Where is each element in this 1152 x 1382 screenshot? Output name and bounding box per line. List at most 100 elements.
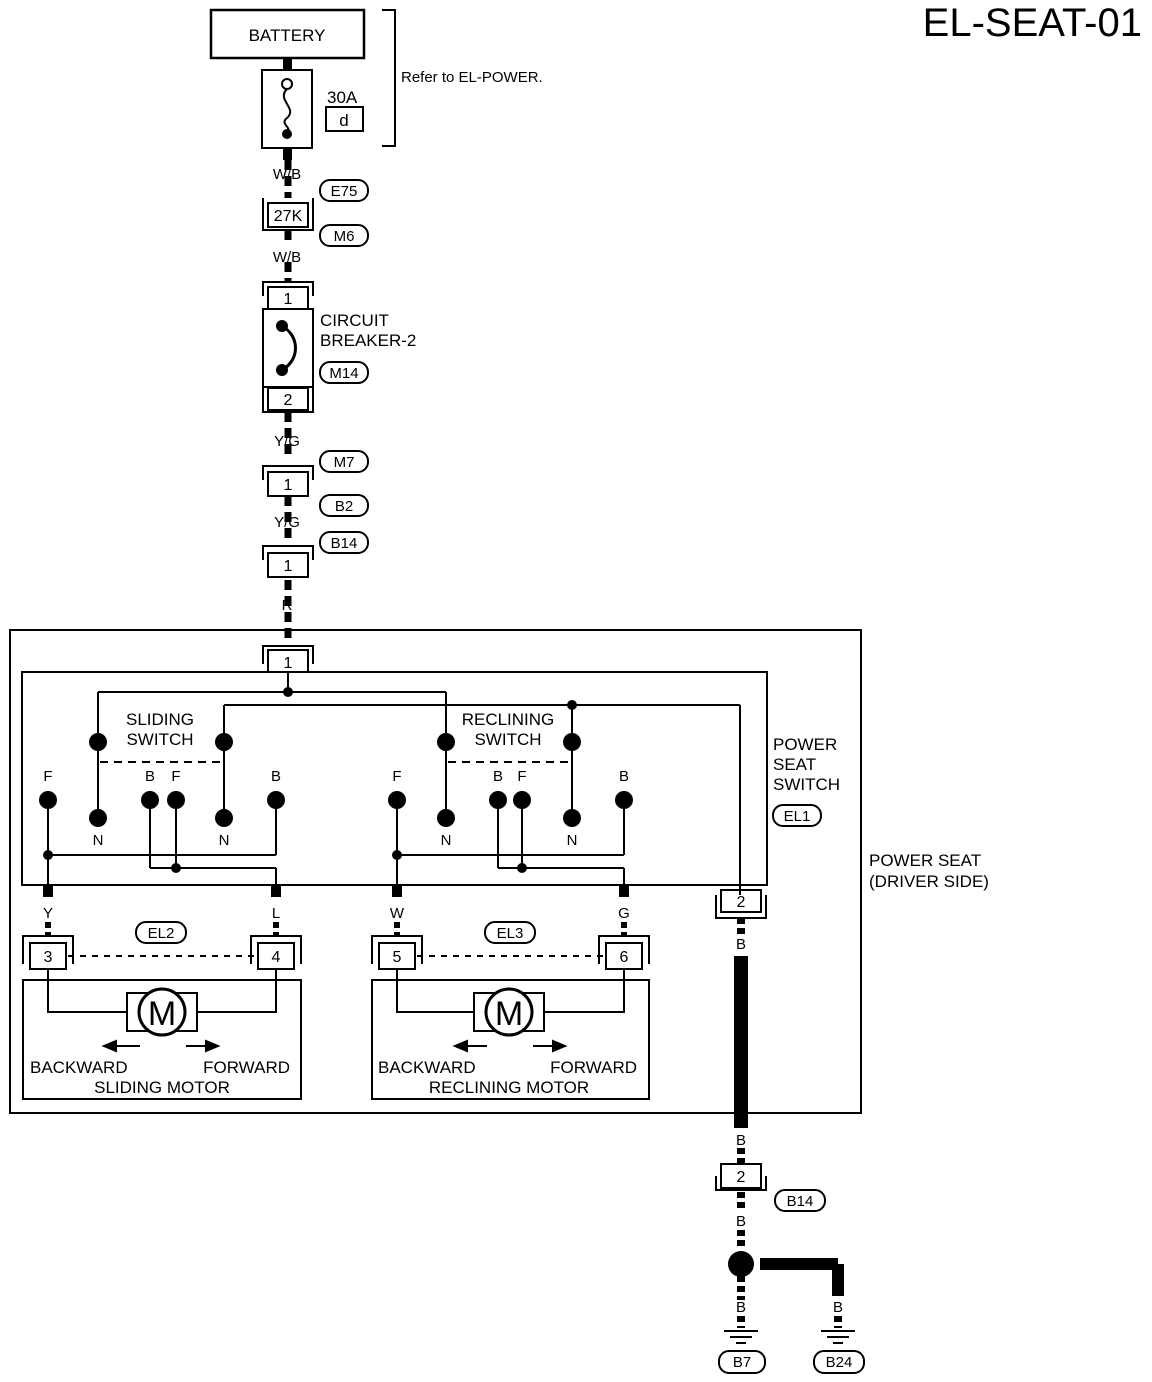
tag-m14-label: M14 <box>329 365 358 382</box>
wire-color-w: W <box>390 905 405 922</box>
wire-color-r: R <box>282 597 293 614</box>
reclining-contact-n2: N <box>567 832 578 849</box>
reclining-contact-f1: F <box>392 768 401 785</box>
tag-el2 <box>135 921 187 944</box>
battery-label: BATTERY <box>249 26 326 45</box>
tag-b14-bottom <box>774 1189 826 1212</box>
reclining-backward: BACKWARD <box>378 1058 476 1077</box>
power-seat-assembly <box>9 629 862 1114</box>
motor-feed-wires <box>45 922 627 936</box>
sliding-backward: BACKWARD <box>30 1058 128 1077</box>
reclining-contact-b1: B <box>493 768 503 785</box>
power-seat-label-2: (DRIVER SIDE) <box>869 872 989 891</box>
reclining-motor-name: RECLINING MOTOR <box>429 1078 589 1097</box>
motor-pin-4: 4 <box>272 949 281 966</box>
power-seat-label-1: POWER SEAT <box>869 851 981 870</box>
tag-el2-label: EL2 <box>148 925 175 942</box>
refer-note: Refer to EL-POWER. <box>401 69 543 86</box>
sliding-switch-label-2: SWITCH <box>126 730 193 749</box>
m7-pin-1: 1 <box>284 477 293 494</box>
tag-m6 <box>319 224 369 247</box>
motor-pin-5: 5 <box>393 949 402 966</box>
tag-el1-label: EL1 <box>784 808 811 825</box>
reclining-motor-symbol: M <box>495 995 523 1033</box>
cb-pin-1: 1 <box>284 291 293 308</box>
motor-connectors <box>22 935 650 970</box>
tag-el1 <box>772 804 822 827</box>
refer-bracket <box>382 9 396 147</box>
switch-pin-2-label: 2 <box>737 894 746 911</box>
fuse-id: d <box>339 111 348 130</box>
wire-color-wb-2: W/B <box>273 249 301 266</box>
circuit-breaker <box>262 281 314 413</box>
reclining-motor <box>371 969 650 1100</box>
motor-pin-6: 6 <box>620 949 629 966</box>
switch-contacts <box>39 687 633 873</box>
b14-pin-1: 1 <box>284 558 293 575</box>
page-id: EL-SEAT-01 <box>923 1 1142 45</box>
tag-m7 <box>319 450 369 473</box>
cb-label-1: CIRCUIT <box>320 311 389 330</box>
tag-b24 <box>813 1350 865 1374</box>
switch-pin-1-label: 1 <box>284 655 293 672</box>
wire-color-b-3: B <box>736 1213 746 1230</box>
tag-e75 <box>319 179 369 202</box>
sliding-motor-symbol: M <box>148 995 176 1033</box>
wire-color-l: L <box>272 905 280 922</box>
pss-label-1: POWER <box>773 735 837 754</box>
tag-el3 <box>484 921 536 944</box>
tag-b7 <box>718 1350 766 1374</box>
sliding-switch-label-1: SLIDING <box>126 710 194 729</box>
connector-27k <box>262 198 314 231</box>
switch-output-pins <box>43 885 629 897</box>
wire-color-b-1: B <box>736 936 746 953</box>
wire-color-yg-1: Y/G <box>274 433 300 450</box>
tag-m14 <box>319 361 369 384</box>
reclining-contact-b2: B <box>619 768 629 785</box>
reclining-switch-label-2: SWITCH <box>474 730 541 749</box>
tag-m6-label: M6 <box>334 228 355 245</box>
reclining-contact-n1: N <box>441 832 452 849</box>
wire-color-b-4: B <box>736 1299 746 1316</box>
wire-color-b-5: B <box>833 1299 843 1316</box>
sliding-motor <box>22 969 302 1100</box>
wire-color-y: Y <box>43 905 53 922</box>
sliding-contact-n1: N <box>93 832 104 849</box>
sliding-contact-n2: N <box>219 832 230 849</box>
ground-symbols <box>724 1330 855 1344</box>
ground-wire <box>734 918 844 1328</box>
tag-b14-top-label: B14 <box>331 535 358 552</box>
tag-m7-label: M7 <box>334 454 355 471</box>
wire-color-wb-1: W/B <box>273 166 301 183</box>
reclining-contact-f2: F <box>517 768 526 785</box>
fuse-30a <box>261 58 364 160</box>
tag-el3-label: EL3 <box>497 925 524 942</box>
fuse-rating: 30A <box>327 88 358 107</box>
tag-b14-bottom-label: B14 <box>787 1193 814 1210</box>
joint-27k-label: 27K <box>274 208 303 225</box>
tag-b2-label: B2 <box>335 498 353 515</box>
cb-pin-2: 2 <box>284 392 293 409</box>
wire-color-b-2: B <box>736 1132 746 1149</box>
tag-b2 <box>319 494 369 517</box>
tag-b7-label: B7 <box>733 1354 751 1371</box>
wire-color-g: G <box>618 905 630 922</box>
tag-b14-top <box>319 531 369 554</box>
ground-splice <box>728 1251 754 1277</box>
wire-color-yg-2: Y/G <box>274 514 300 531</box>
sliding-contact-f1: F <box>43 768 52 785</box>
sliding-contact-f2: F <box>171 768 180 785</box>
sliding-forward: FORWARD <box>203 1058 290 1077</box>
sliding-contact-b2: B <box>271 768 281 785</box>
pss-label-3: SWITCH <box>773 775 840 794</box>
connector-b14-bottom <box>715 1163 767 1191</box>
b14-pin-2: 2 <box>737 1169 746 1186</box>
tag-e75-label: E75 <box>331 183 358 200</box>
connector-b14-top <box>262 545 314 578</box>
reclining-forward: FORWARD <box>550 1058 637 1077</box>
pss-label-2: SEAT <box>773 755 816 774</box>
cb-label-2: BREAKER-2 <box>320 331 416 350</box>
sliding-contact-b1: B <box>145 768 155 785</box>
tag-b24-label: B24 <box>826 1354 853 1371</box>
